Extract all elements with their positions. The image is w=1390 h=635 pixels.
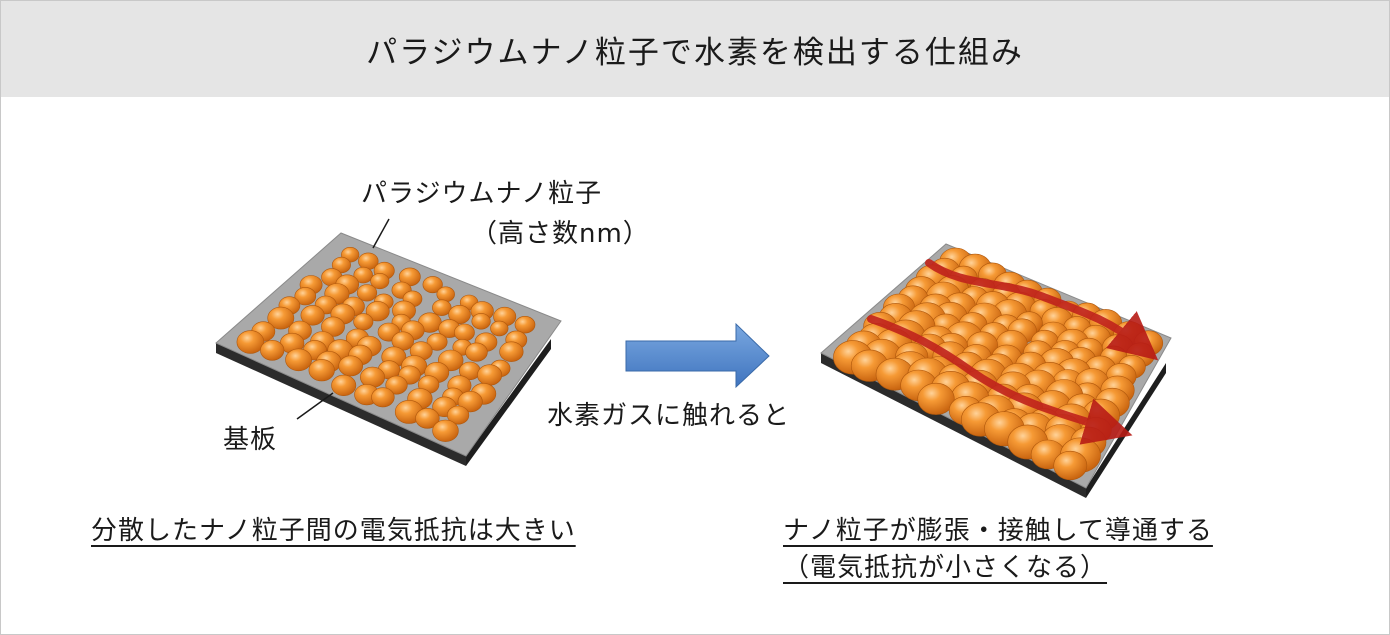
palladium-nanoparticle (422, 276, 443, 294)
palladium-nanoparticle (432, 299, 452, 316)
left-caption: 分散したナノ粒子間の電気抵抗は大きい (91, 516, 576, 546)
particle-label: パラジウムナノ粒子 (361, 179, 603, 209)
palladium-nanoparticle (465, 342, 488, 362)
palladium-nanoparticle (300, 305, 325, 326)
palladium-nanoparticle (308, 359, 335, 382)
palladium-nanoparticle (338, 355, 364, 377)
palladium-nanoparticle (426, 333, 448, 351)
palladium-nanoparticle (371, 387, 395, 408)
transition-arrow-icon (625, 322, 770, 389)
left-particle-layer (236, 247, 536, 442)
palladium-nanoparticle (285, 348, 313, 372)
right-caption-line2: （電気抵抗が小さくなる） (783, 553, 1108, 583)
palladium-nanoparticle (370, 273, 390, 290)
right-particle-layer (833, 247, 1164, 481)
conduction-arrow-lower (867, 315, 1133, 445)
palladium-nanoparticle (236, 330, 265, 354)
palladium-nanoparticle (447, 405, 470, 425)
palladium-nanoparticle (490, 320, 509, 337)
palladium-nanoparticle (415, 407, 440, 429)
palladium-nanoparticle (294, 287, 317, 306)
palladium-nanoparticle (353, 313, 374, 331)
title-bar: パラジウムナノ粒子で水素を検出する仕組み (1, 1, 1389, 97)
palladium-nanoparticle (917, 382, 955, 415)
palladium-nanoparticle (499, 341, 524, 362)
palladium-nanoparticle (436, 286, 455, 303)
page-title: パラジウムナノ粒子で水素を検出する仕組み (366, 34, 1024, 71)
substrate-label: 基板 (223, 425, 278, 455)
particle-size-label: （高さ数nm） (471, 219, 650, 249)
palladium-nanoparticle (260, 339, 285, 361)
palladium-nanoparticle (1053, 450, 1088, 481)
palladium-nanoparticle (448, 304, 471, 324)
transition-label: 水素ガスに触れると (547, 401, 791, 431)
palladium-nanoparticle (457, 391, 483, 413)
palladium-nanoparticle (471, 313, 491, 330)
substrate-leader-line (296, 392, 334, 420)
palladium-nanoparticle (453, 323, 475, 342)
palladium-nanoparticle (385, 375, 408, 395)
palladium-nanoparticle (356, 284, 378, 302)
palladium-nanoparticle (432, 419, 459, 442)
palladium-nanoparticle (477, 364, 503, 386)
palladium-nanoparticle (514, 316, 536, 334)
palladium-nanoparticle (331, 374, 357, 397)
palladium-nanoparticle (267, 306, 295, 330)
conduction-arrows (867, 259, 1159, 445)
particle-leader-line (372, 218, 390, 249)
palladium-nanoparticle (365, 301, 390, 322)
mechanism-diagram (215, 218, 1172, 498)
palladium-nanoparticle (331, 256, 351, 274)
conduction-arrow-upper (925, 259, 1159, 361)
right-caption-line1: ナノ粒子が膨張・接触して導通する (783, 516, 1213, 546)
palladium-nanoparticle (353, 266, 373, 284)
